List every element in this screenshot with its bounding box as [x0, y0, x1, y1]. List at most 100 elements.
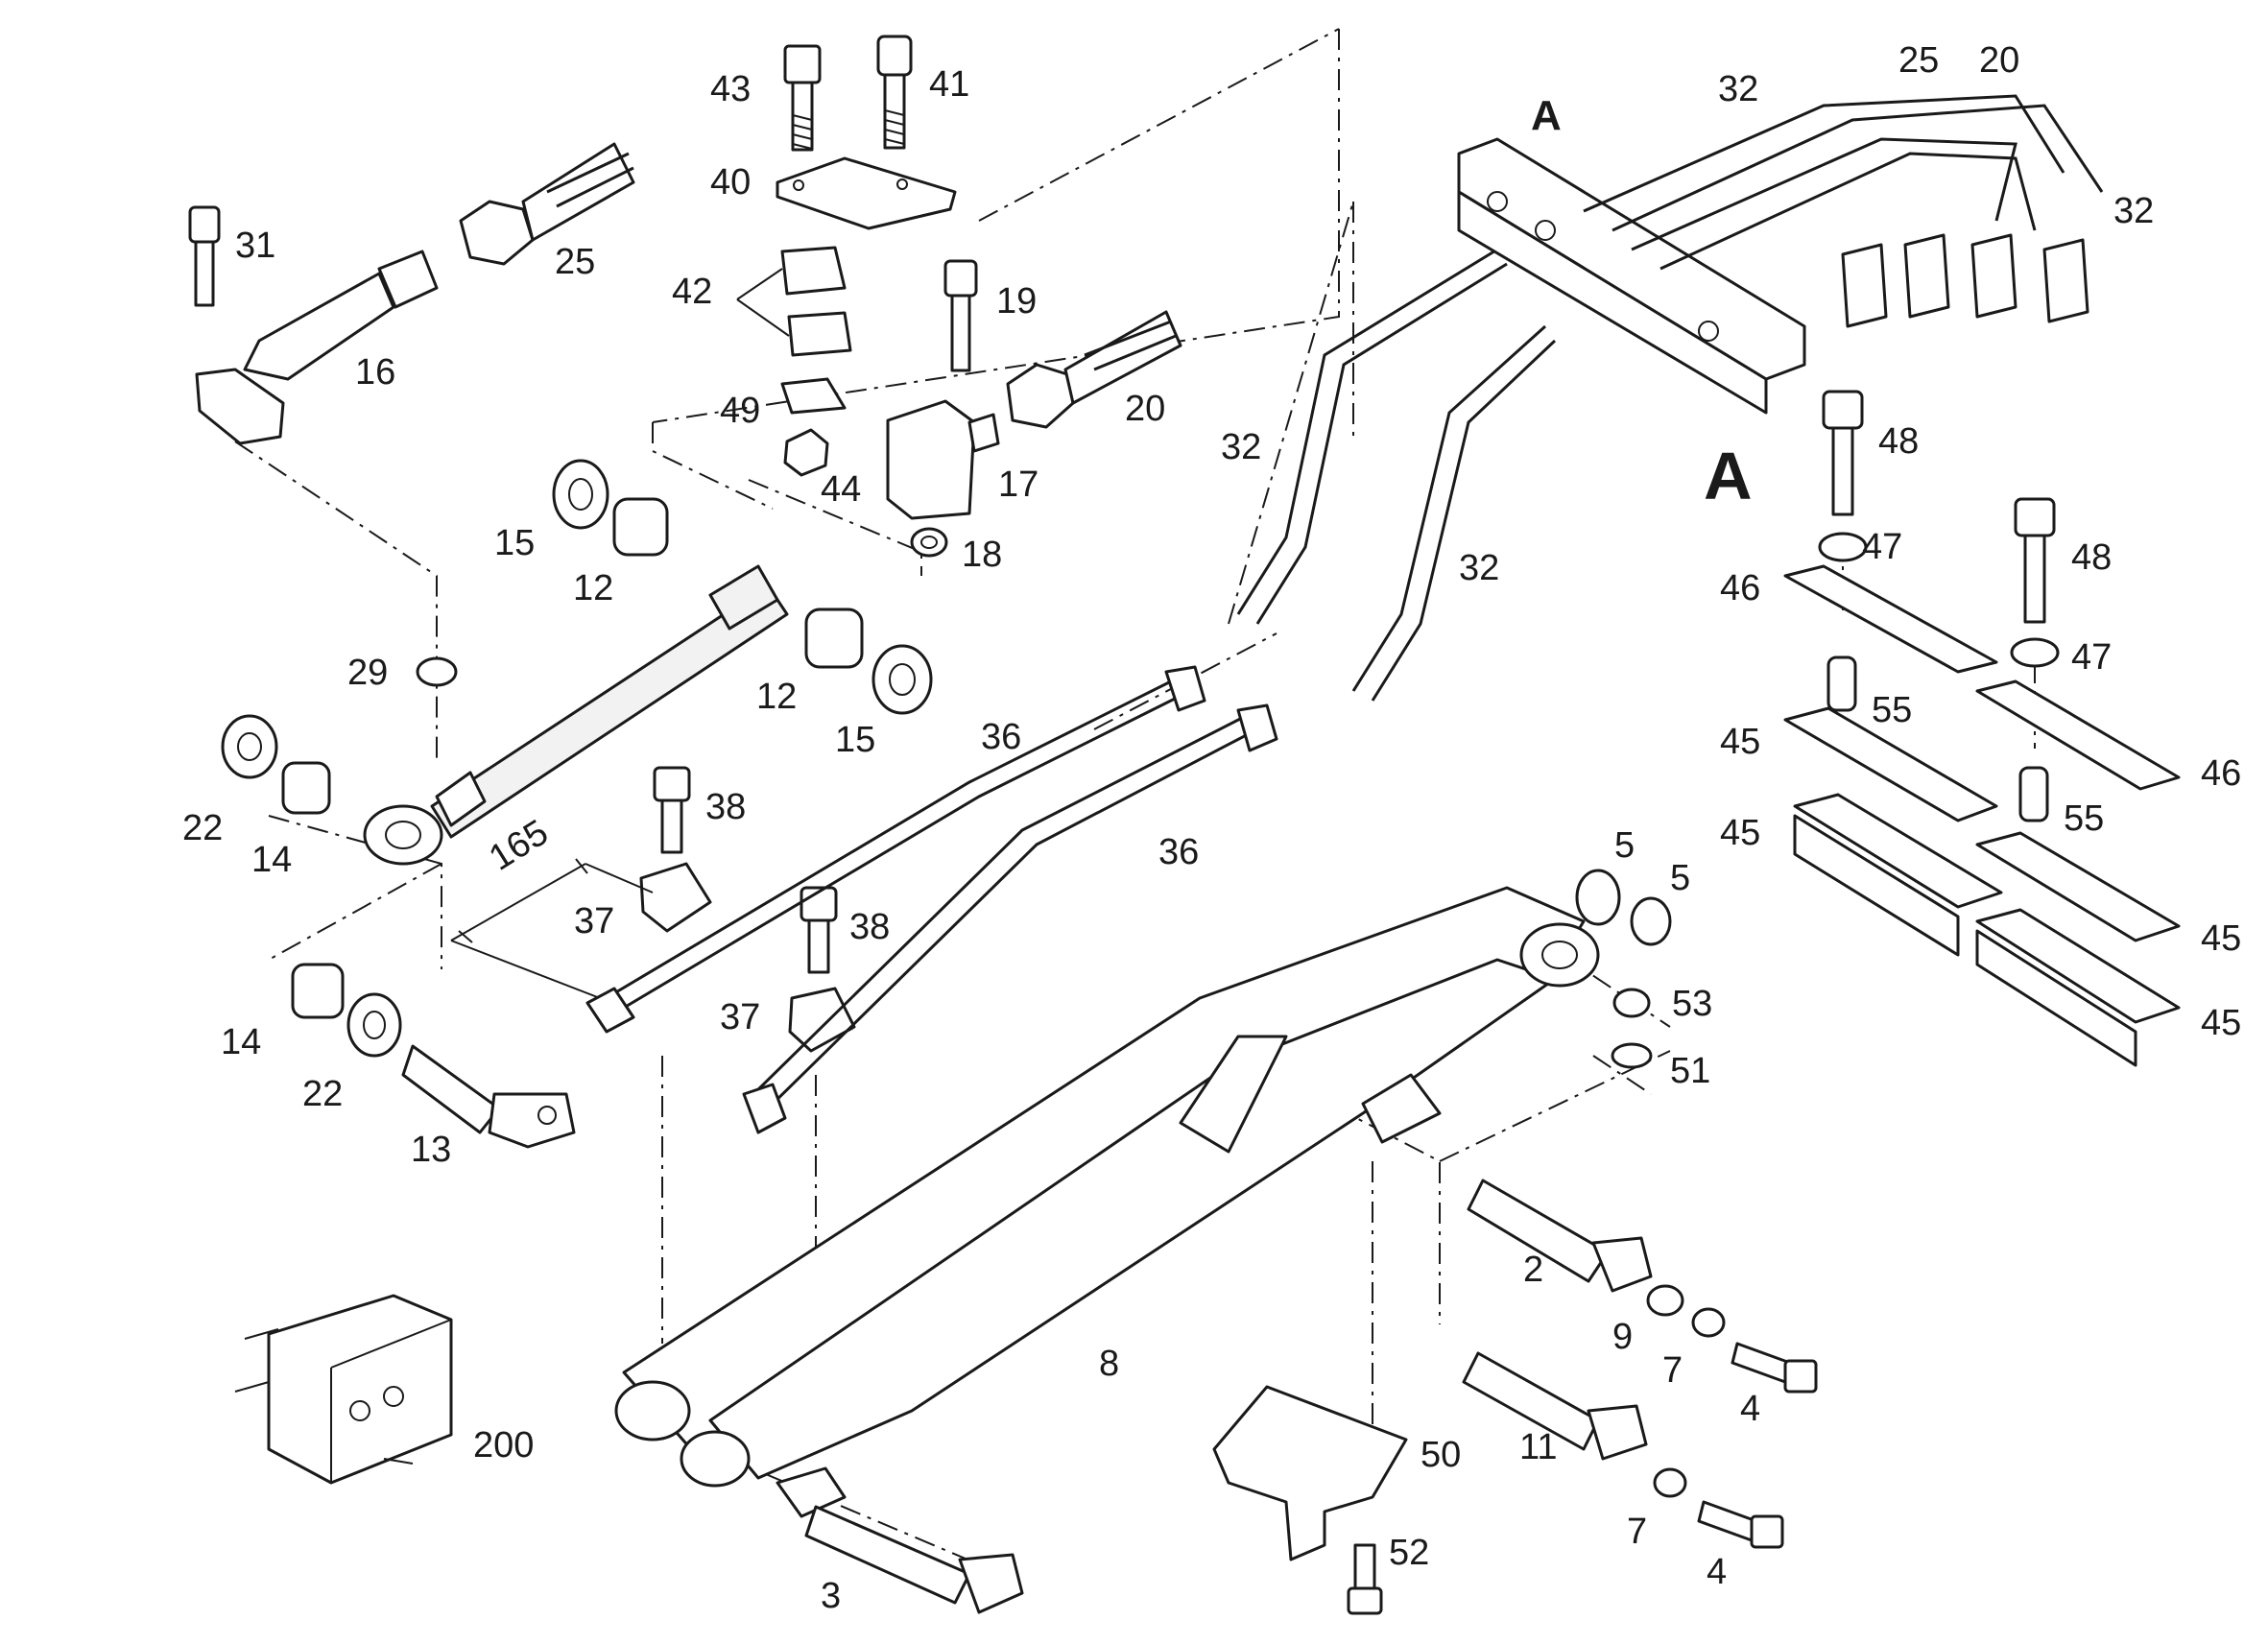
bushing-12b [804, 608, 864, 669]
hoses-32-top [1583, 94, 2104, 271]
callout-45d: 45 [2201, 1003, 2241, 1043]
clamp-37a [639, 862, 712, 933]
callout-43: 43 [710, 69, 751, 109]
dimension-label: 165 [483, 812, 556, 878]
clamp-42 [736, 246, 852, 357]
block-17 [886, 399, 1000, 520]
callout-37a: 37 [574, 901, 614, 941]
pin-2 [1467, 1179, 1653, 1293]
manifold-block-a [1457, 137, 1806, 415]
callout-3: 3 [821, 1576, 841, 1616]
clamp-block-45a [1783, 706, 1998, 822]
callout-22b: 22 [302, 1074, 343, 1114]
callout-53: 53 [1672, 984, 1712, 1024]
callout-45c: 45 [2201, 918, 2241, 959]
callout-20b: 20 [1979, 40, 2019, 81]
control-valve-200 [234, 1294, 453, 1485]
bolt-43 [783, 44, 822, 152]
callout-15b: 15 [835, 720, 875, 760]
callout-32d: 32 [1459, 548, 1499, 588]
hose-ends-top [1841, 233, 2089, 328]
callout-49: 49 [720, 391, 760, 431]
callout-55b: 55 [2064, 798, 2104, 839]
washer-22a [221, 714, 278, 779]
pin-13 [401, 1044, 576, 1149]
bolt-41 [876, 35, 913, 150]
callout-4a: 4 [1740, 1389, 1760, 1429]
washer-47b [2010, 637, 2060, 668]
callout-46b: 46 [2201, 753, 2241, 794]
hydraulic-cylinder [363, 564, 789, 866]
spacer-55a [1826, 655, 1857, 712]
boom-arm [614, 886, 1600, 1488]
callout-labels: 43 41 40 42 49 44 19 17 18 20 31 25 16 1… [182, 40, 2241, 1616]
bushing-12a [612, 497, 669, 557]
callout-48a: 48 [1878, 421, 1919, 462]
callout-11: 11 [1519, 1427, 1557, 1467]
bolt-38a [653, 766, 691, 854]
callout-25b: 25 [1898, 40, 1939, 81]
callout-32a: 32 [1718, 69, 1758, 109]
callout-25: 25 [555, 242, 595, 282]
callout-17: 17 [998, 465, 1039, 505]
callout-52: 52 [1389, 1533, 1429, 1573]
callout-38b: 38 [849, 907, 890, 947]
plate-49 [780, 377, 847, 415]
bolt-31 [188, 205, 221, 307]
plate-40 [776, 156, 957, 230]
callout-16: 16 [355, 352, 395, 393]
bolt-4a [1731, 1342, 1818, 1394]
hose-32-middle [1236, 248, 1557, 702]
callout-36b: 36 [1158, 832, 1199, 872]
callout-7a: 7 [1662, 1350, 1683, 1391]
callout-200: 200 [473, 1425, 534, 1465]
nut-53 [1612, 988, 1651, 1018]
elbow-fitting-16 [195, 250, 439, 445]
washer-5a [1575, 869, 1621, 926]
callout-4b: 4 [1707, 1552, 1727, 1592]
callout-7b: 7 [1627, 1512, 1647, 1552]
clamp-37b [788, 987, 856, 1053]
bracket-50 [1212, 1385, 1408, 1561]
hose-fitting-20 [1006, 310, 1182, 429]
bolt-52 [1347, 1543, 1383, 1615]
nut-29 [416, 656, 458, 687]
callout-55a: 55 [1872, 690, 1912, 730]
spacer-55b [2018, 766, 2049, 822]
callout-48b: 48 [2071, 537, 2112, 578]
callout-31: 31 [235, 226, 275, 266]
washer-7a [1691, 1307, 1726, 1338]
callout-14b: 14 [221, 1022, 261, 1062]
washer-51 [1611, 1042, 1653, 1069]
pin-11 [1462, 1351, 1648, 1461]
section-mark-a-top: A [1531, 92, 1562, 139]
callout-36a: 36 [981, 717, 1021, 757]
bolt-48a [1822, 390, 1864, 516]
callout-9: 9 [1612, 1317, 1633, 1357]
callout-32b: 32 [2113, 191, 2154, 231]
section-mark-a-large: A [1704, 439, 1753, 513]
plate-46b [1975, 679, 2181, 791]
bushing-14a [281, 761, 331, 815]
callout-18: 18 [962, 535, 1002, 575]
callout-14a: 14 [251, 840, 292, 880]
pin-3 [776, 1466, 1024, 1614]
callout-22a: 22 [182, 808, 223, 848]
clamp-block-45b [1793, 793, 2003, 957]
dimension-165 [450, 858, 654, 999]
callout-5b: 5 [1670, 858, 1690, 898]
callout-45b: 45 [1720, 813, 1760, 853]
callout-44: 44 [821, 469, 861, 510]
steel-pipe-36a [585, 665, 1206, 1034]
callout-32c: 32 [1221, 427, 1261, 467]
washer-5b [1630, 896, 1672, 946]
clamp-block-45c [1975, 831, 2181, 942]
steel-pipe-36b [742, 703, 1278, 1134]
callout-29: 29 [347, 653, 388, 693]
nut-44 [783, 428, 829, 477]
callout-8: 8 [1099, 1344, 1119, 1384]
hose-fitting-25 [459, 142, 635, 266]
callout-50: 50 [1420, 1435, 1461, 1475]
